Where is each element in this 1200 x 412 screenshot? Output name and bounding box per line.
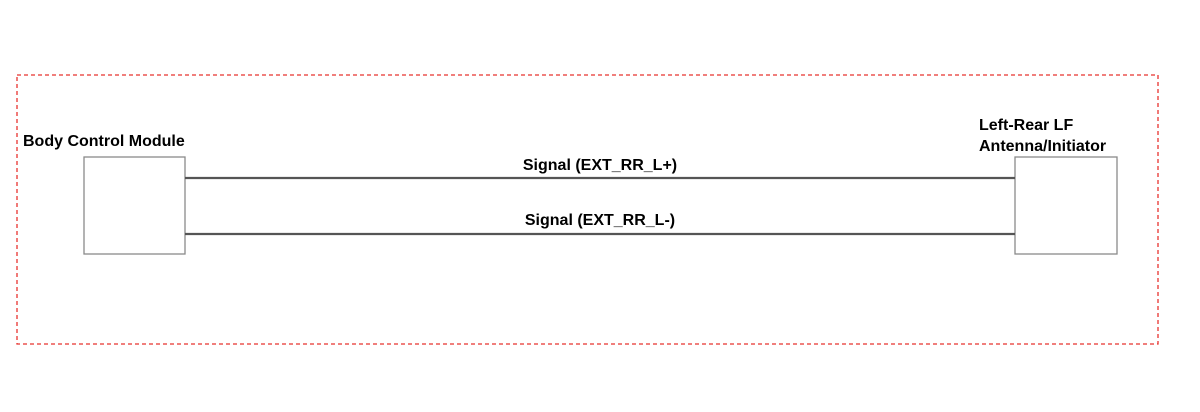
wire-label-ext-rr-l-plus: Signal (EXT_RR_L+): [523, 157, 677, 174]
lf-antenna-label: Left-Rear LF: [979, 117, 1073, 134]
system-boundary: [16, 74, 1159, 345]
body-control-module-label: Body Control Module: [23, 133, 185, 150]
body-control-module-box: [83, 156, 186, 255]
lf-antenna-box: [1014, 156, 1118, 255]
wire-label-ext-rr-l-minus: Signal (EXT_RR_L-): [525, 212, 675, 229]
lf-antenna-label-line2: Antenna/Initiator: [979, 138, 1106, 155]
